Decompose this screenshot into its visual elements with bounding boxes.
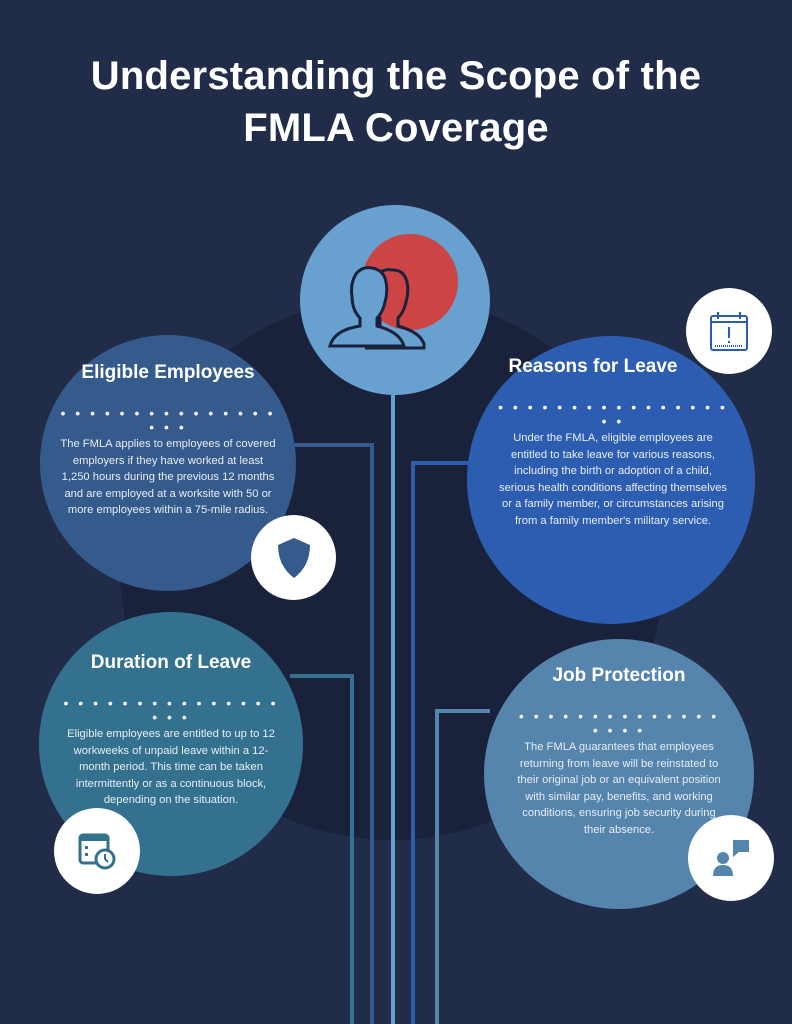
title-line-2: FMLA Coverage: [243, 106, 549, 150]
person-chat-icon: [713, 840, 749, 876]
section-title: Duration of Leave: [90, 652, 252, 673]
people-icon: [328, 266, 426, 350]
reasons-circle: [467, 336, 755, 624]
dot-separator: • • • • • • • • • • • • • • • • • •: [498, 399, 728, 429]
connector-duration: [290, 674, 354, 1024]
section-text: Eligible employees are entitled to up to…: [67, 728, 275, 806]
shield-icon-badge: [251, 515, 336, 600]
title-line-1: Understanding the Scope of the: [90, 54, 702, 98]
section-reasons: Reasons for Leave • • • • • • • • • • • …: [496, 356, 730, 529]
dot-separator: • • • • • • • • • • • • • • • • • •: [518, 708, 720, 738]
eligible-circle: [40, 335, 296, 591]
calendar-clock-icon-badge: [54, 808, 140, 894]
section-duration: Duration of Leave • • • • • • • • • • • …: [62, 652, 280, 809]
connector-job: [435, 709, 490, 1024]
dot-separator: • • • • • • • • • • • • • • • • • •: [60, 405, 276, 435]
section-text: The FMLA applies to employees of covered…: [60, 438, 276, 516]
person-chat-icon-badge: [688, 815, 774, 901]
section-title: Reasons for Leave: [508, 356, 678, 377]
calendar-alert-icon: [710, 312, 748, 351]
connector-reasons: [411, 461, 475, 1024]
section-title: Eligible Employees: [81, 362, 255, 383]
section-title: Job Protection: [552, 665, 686, 686]
section-job: Job Protection • • • • • • • • • • • • •…: [514, 665, 724, 838]
section-text: Under the FMLA, eligible employees are e…: [498, 432, 728, 527]
shield-icon: [277, 537, 310, 578]
section-text: The FMLA guarantees that employees retur…: [517, 741, 721, 836]
job-circle: [484, 639, 754, 909]
calendar-alert-icon-badge: [686, 288, 772, 374]
section-eligible: Eligible Employees • • • • • • • • • • •…: [60, 362, 276, 519]
hub-red-accent: [362, 234, 458, 330]
calendar-clock-icon: [78, 833, 116, 870]
dot-separator: • • • • • • • • • • • • • • • • • •: [63, 695, 279, 725]
connector-eligible: [290, 443, 374, 1024]
page-title: Understanding the Scope of the FMLA Cove…: [0, 50, 792, 154]
